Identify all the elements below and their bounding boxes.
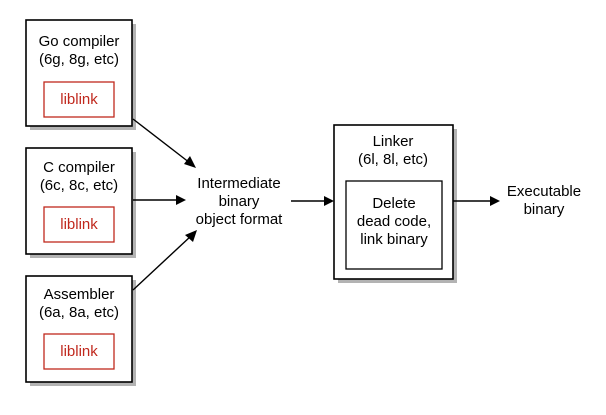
linker-inner-line-1: Delete bbox=[372, 195, 415, 212]
assembler-arrowhead-icon bbox=[185, 230, 197, 242]
executable-line-1: Executable bbox=[507, 183, 581, 200]
intermediate-line-3: object format bbox=[196, 211, 284, 228]
c-compiler-title: C compiler bbox=[43, 159, 115, 176]
linker-arrowhead-icon bbox=[324, 196, 334, 206]
linker-inner-line-2: dead code, bbox=[357, 213, 431, 230]
intermediate-to-linker-arrow bbox=[291, 196, 334, 206]
go-compiler-node: Go compiler (6g, 8g, etc) liblink bbox=[25, 19, 136, 130]
output-arrowhead-icon bbox=[490, 196, 500, 206]
assembler-liblink-label: liblink bbox=[60, 343, 98, 360]
go-to-intermediate-arrow bbox=[132, 118, 196, 168]
c-compiler-liblink-box bbox=[43, 206, 115, 243]
c-arrowhead-icon bbox=[176, 195, 186, 205]
intermediate-line-2: binary bbox=[219, 193, 260, 210]
assembler-node: Assembler (6a, 8a, etc) liblink bbox=[25, 275, 136, 386]
c-compiler-liblink-label: liblink bbox=[60, 216, 98, 233]
assembler-subtitle: (6a, 8a, etc) bbox=[39, 304, 119, 321]
go-compiler-title: Go compiler bbox=[39, 33, 120, 50]
linker-title: Linker bbox=[373, 133, 414, 150]
linker-inner-box bbox=[345, 180, 443, 270]
go-compiler-liblink-box bbox=[43, 81, 115, 118]
c-compiler-subtitle: (6c, 8c, etc) bbox=[40, 177, 118, 194]
go-compiler-subtitle: (6g, 8g, etc) bbox=[39, 51, 119, 68]
assembler-liblink-box bbox=[43, 333, 115, 370]
c-to-intermediate-arrow bbox=[133, 195, 186, 205]
intermediate-format-label: Intermediate binary object format bbox=[196, 175, 284, 228]
linker-subtitle: (6l, 8l, etc) bbox=[358, 151, 428, 168]
assembler-to-intermediate-arrow bbox=[132, 230, 197, 291]
go-arrowhead-icon bbox=[184, 156, 196, 168]
linker-inner-line-3: link binary bbox=[360, 231, 428, 248]
go-compiler-liblink-label: liblink bbox=[60, 91, 98, 108]
executable-label: Executable binary bbox=[507, 183, 581, 218]
linker-to-output-arrow bbox=[453, 196, 500, 206]
linker-node: Linker (6l, 8l, etc) Delete dead code, l… bbox=[333, 124, 457, 283]
c-compiler-node: C compiler (6c, 8c, etc) liblink bbox=[25, 147, 136, 258]
intermediate-line-1: Intermediate bbox=[197, 175, 280, 192]
assembler-title: Assembler bbox=[44, 286, 115, 303]
executable-line-2: binary bbox=[524, 201, 565, 218]
